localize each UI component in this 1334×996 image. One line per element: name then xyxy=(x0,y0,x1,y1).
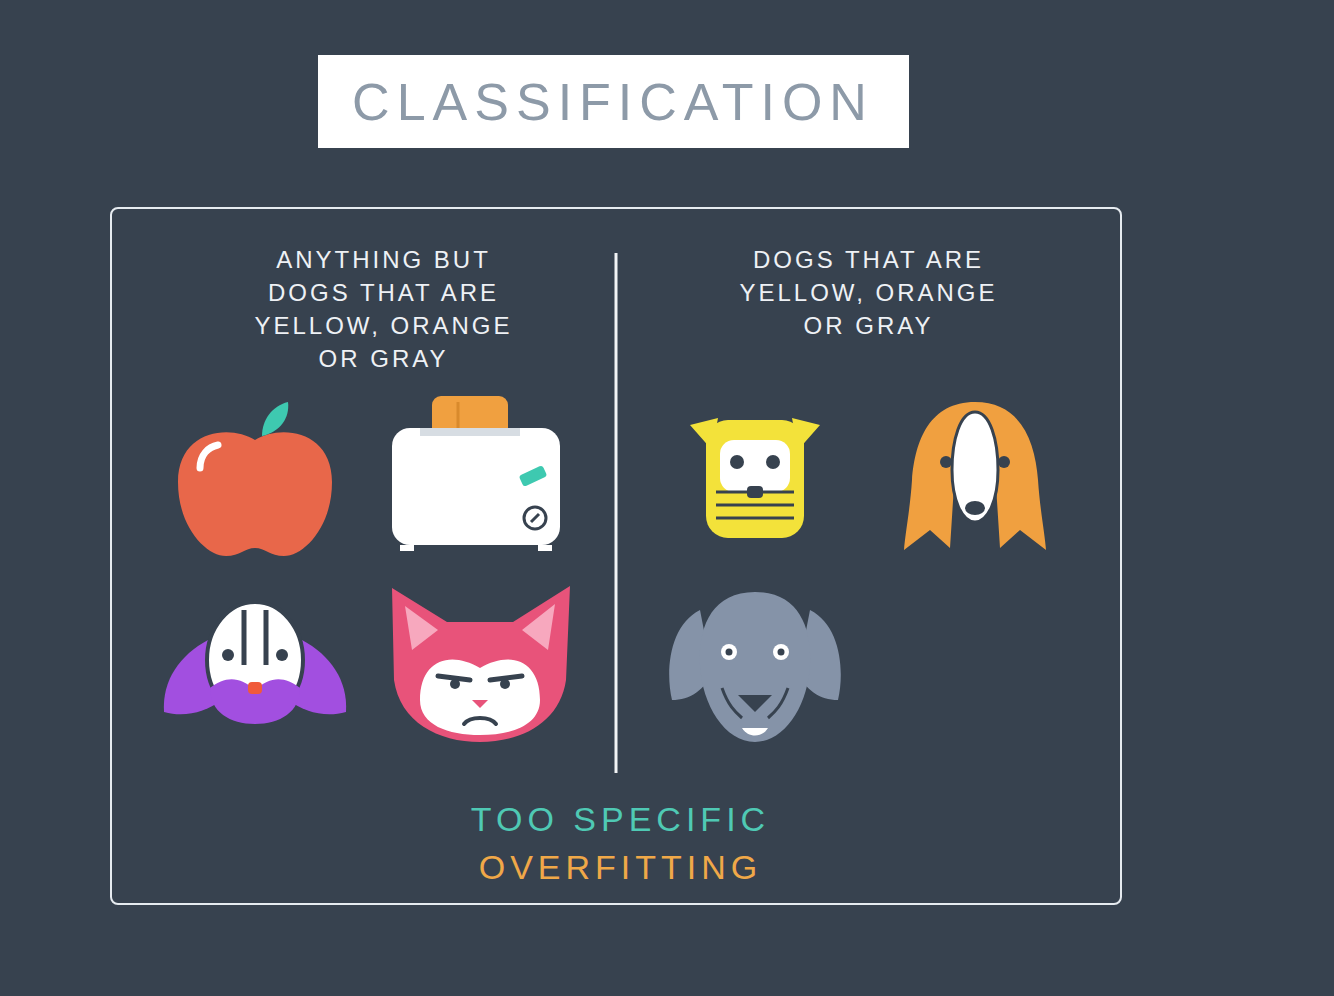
toaster-icon-part xyxy=(400,545,414,551)
orange-dog-icon-part xyxy=(940,456,952,468)
apple-icon-part xyxy=(262,402,288,436)
title-box: CLASSIFICATION xyxy=(318,55,909,148)
purple-dog-icon-part xyxy=(210,679,300,724)
apple-icon-part xyxy=(200,445,218,468)
toaster-icon-part xyxy=(392,428,560,545)
toaster-icon-part xyxy=(457,402,460,428)
cat-icon-part xyxy=(405,604,555,650)
gray-dog-icon-part xyxy=(722,688,788,718)
gray-dog-icon-part xyxy=(778,649,785,656)
yellow-dog-icon-part xyxy=(706,420,804,538)
column-heading: ANYTHING BUT DOGS THAT ARE YELLOW, ORANG… xyxy=(234,243,534,375)
purple-dog-icon-part xyxy=(244,610,266,665)
cat-icon-part xyxy=(420,659,540,735)
verdict-text: OVERFITTING xyxy=(479,847,763,887)
toaster-icon-part xyxy=(531,514,539,522)
toaster-icon xyxy=(392,396,560,551)
orange-dog-icon-part xyxy=(965,501,985,515)
cat-icon-part xyxy=(392,586,570,742)
cat-icon-part xyxy=(450,679,460,689)
title-text: CLASSIFICATION xyxy=(352,76,874,128)
yellow-dog-icon-part xyxy=(730,455,744,469)
purple-dog-icon xyxy=(164,602,346,724)
cat-icon-part xyxy=(438,676,522,680)
toaster-icon-part xyxy=(524,507,546,529)
gray-dog-icon-part xyxy=(726,649,733,656)
toaster-icon-part xyxy=(420,428,520,436)
toaster-icon-part xyxy=(519,465,548,487)
yellow-dog-icon xyxy=(690,418,820,538)
orange-dog-icon-part xyxy=(904,402,1046,550)
cat-icon-part xyxy=(464,718,496,724)
yellow-dog-icon-part xyxy=(720,440,790,492)
verdict-text: TOO SPECIFIC xyxy=(471,799,770,839)
divider-line xyxy=(615,253,618,773)
gray-dog-icon-part xyxy=(700,592,810,742)
gray-dog-icon-part xyxy=(738,695,772,712)
purple-dog-icon-part xyxy=(248,682,262,694)
apple-icon xyxy=(178,402,332,556)
orange-dog-icon-part xyxy=(952,412,998,522)
cat-icon-part xyxy=(472,700,488,708)
gray-dog-icon-part xyxy=(773,644,789,660)
apple-icon-part xyxy=(178,432,332,556)
yellow-dog-icon-part xyxy=(766,455,780,469)
cat-icon-part xyxy=(500,679,510,689)
column-heading: DOGS THAT ARE YELLOW, ORANGE OR GRAY xyxy=(719,243,1019,342)
gray-dog-icon-part xyxy=(742,728,768,736)
orange-dog-icon xyxy=(904,402,1046,550)
gray-dog-icon-part xyxy=(721,644,737,660)
cat-icon xyxy=(392,586,570,742)
toaster-icon-part xyxy=(538,545,552,551)
gray-dog-icon xyxy=(669,592,841,742)
orange-dog-icon-part xyxy=(998,456,1010,468)
yellow-dog-icon-part xyxy=(747,486,763,498)
classification-panel: ANYTHING BUT DOGS THAT ARE YELLOW, ORANG… xyxy=(110,207,1122,905)
purple-dog-icon-part xyxy=(222,649,234,661)
purple-dog-icon-part xyxy=(276,649,288,661)
